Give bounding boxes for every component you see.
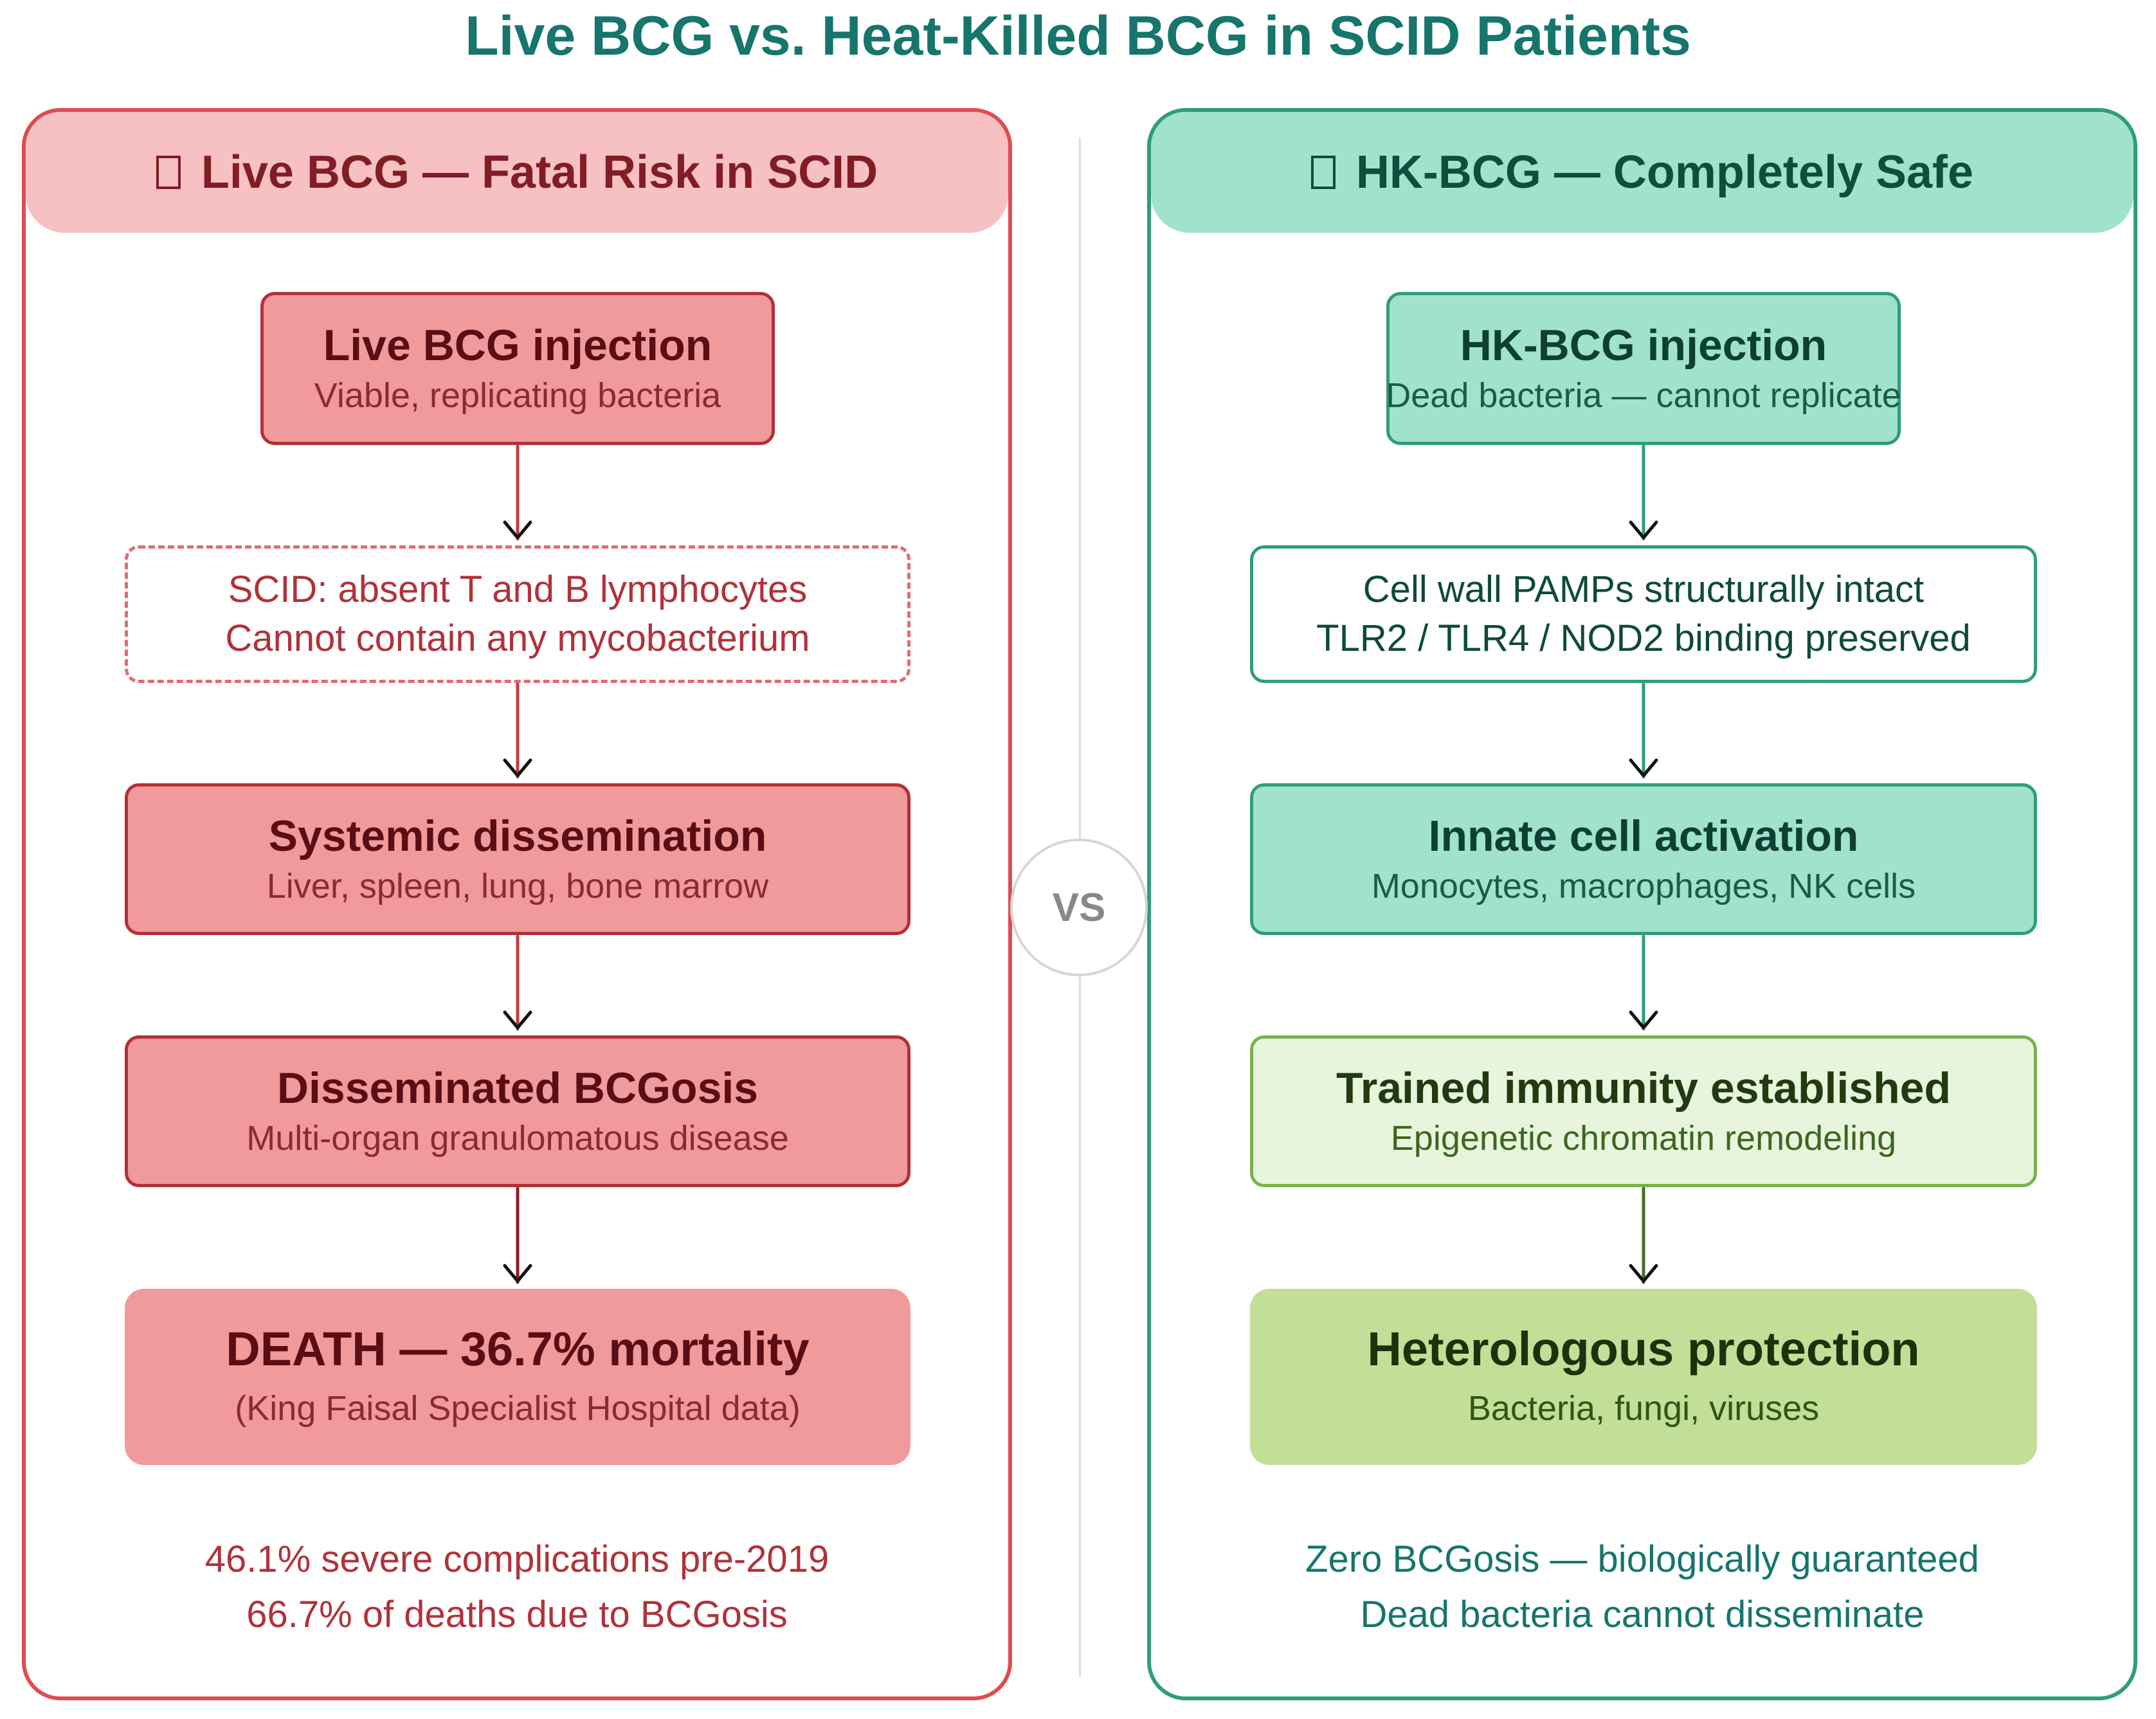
hk-bcg-injection-box: HK-BCG injection Dead bacteria — cannot …: [1386, 292, 1901, 445]
box-line: Cell wall PAMPs structurally intact: [1363, 568, 1925, 610]
vs-badge: VS: [1010, 839, 1148, 976]
hk-bcg-panel-header: HK-BCG — Completely Safe: [1151, 112, 2133, 233]
box-line: SCID: absent T and B lymphocytes: [228, 568, 808, 610]
box-glyph-icon: [156, 156, 181, 189]
innate-activation-box: Innate cell activation Monocytes, macrop…: [1250, 783, 2037, 935]
box-subtitle: Multi-organ granulomatous disease: [246, 1119, 789, 1158]
disseminated-bcgosis-box: Disseminated BCGosis Multi-organ granulo…: [125, 1035, 910, 1187]
scid-deficiency-box: SCID: absent T and B lymphocytes Cannot …: [125, 545, 910, 683]
box-subtitle: (King Faisal Specialist Hospital data): [235, 1389, 801, 1428]
live-bcg-injection-box: Live BCG injection Viable, replicating b…: [260, 292, 775, 445]
arrow-head: [1629, 520, 1658, 540]
box-title: DEATH — 36.7% mortality: [226, 1322, 810, 1376]
death-outcome-box: DEATH — 36.7% mortality (King Faisal Spe…: [125, 1289, 910, 1465]
arrow-head: [1629, 758, 1658, 778]
footer-line: 66.7% of deaths due to BCGosis: [246, 1594, 788, 1635]
diagram-title: Live BCG vs. Heat-Killed BCG in SCID Pat…: [465, 5, 1691, 67]
live-bcg-footer: 46.1% severe complications pre-2019 66.7…: [22, 1532, 1012, 1642]
box-title: Heterologous protection: [1367, 1322, 1920, 1376]
box-subtitle: Bacteria, fungi, viruses: [1467, 1389, 1820, 1428]
box-title: Systemic dissemination: [268, 812, 767, 860]
arrow-head: [503, 1010, 532, 1030]
pamps-intact-box: Cell wall PAMPs structurally intact TLR2…: [1250, 545, 2037, 683]
box-subtitle: Liver, spleen, lung, bone marrow: [266, 867, 769, 905]
arrow-head: [1629, 1010, 1658, 1030]
trained-immunity-box: Trained immunity established Epigenetic …: [1250, 1035, 2037, 1187]
hk-bcg-footer: Zero BCGosis — biologically guaranteed D…: [1147, 1532, 2137, 1642]
box-line: Cannot contain any mycobacterium: [225, 617, 810, 659]
box-subtitle: Viable, replicating bacteria: [314, 376, 721, 415]
box-title: HK-BCG injection: [1460, 321, 1827, 370]
box-line: TLR2 / TLR4 / NOD2 binding preserved: [1316, 617, 1971, 659]
left-arrows: [503, 444, 532, 1284]
footer-line: 46.1% severe complications pre-2019: [204, 1538, 829, 1580]
footer-line: Dead bacteria cannot disseminate: [1360, 1594, 1925, 1635]
box-subtitle: Epigenetic chromatin remodeling: [1390, 1119, 1897, 1158]
right-arrows: [1629, 444, 1658, 1284]
box-subtitle: Dead bacteria — cannot replicate: [1386, 376, 1901, 415]
live-bcg-panel-header: Live BCG — Fatal Risk in SCID: [26, 112, 1008, 233]
box-title: Innate cell activation: [1428, 812, 1859, 860]
live-bcg-header-text: Live BCG — Fatal Risk in SCID: [201, 147, 878, 198]
footer-line: Zero BCGosis — biologically guaranteed: [1305, 1538, 1979, 1580]
heterologous-protection-box: Heterologous protection Bacteria, fungi,…: [1250, 1289, 2037, 1465]
arrow-head: [503, 1264, 532, 1283]
systemic-dissemination-box: Systemic dissemination Liver, spleen, lu…: [125, 783, 910, 935]
box-glyph-icon: [1310, 156, 1336, 189]
box-title: Live BCG injection: [323, 321, 712, 370]
box-title: Trained immunity established: [1336, 1064, 1952, 1113]
arrow-head: [1629, 1264, 1658, 1283]
arrow-head: [503, 758, 532, 778]
hk-bcg-header-text: HK-BCG — Completely Safe: [1355, 147, 1974, 198]
box-subtitle: Monocytes, macrophages, NK cells: [1371, 867, 1916, 905]
box-title: Disseminated BCGosis: [276, 1064, 759, 1113]
arrow-head: [503, 520, 532, 540]
